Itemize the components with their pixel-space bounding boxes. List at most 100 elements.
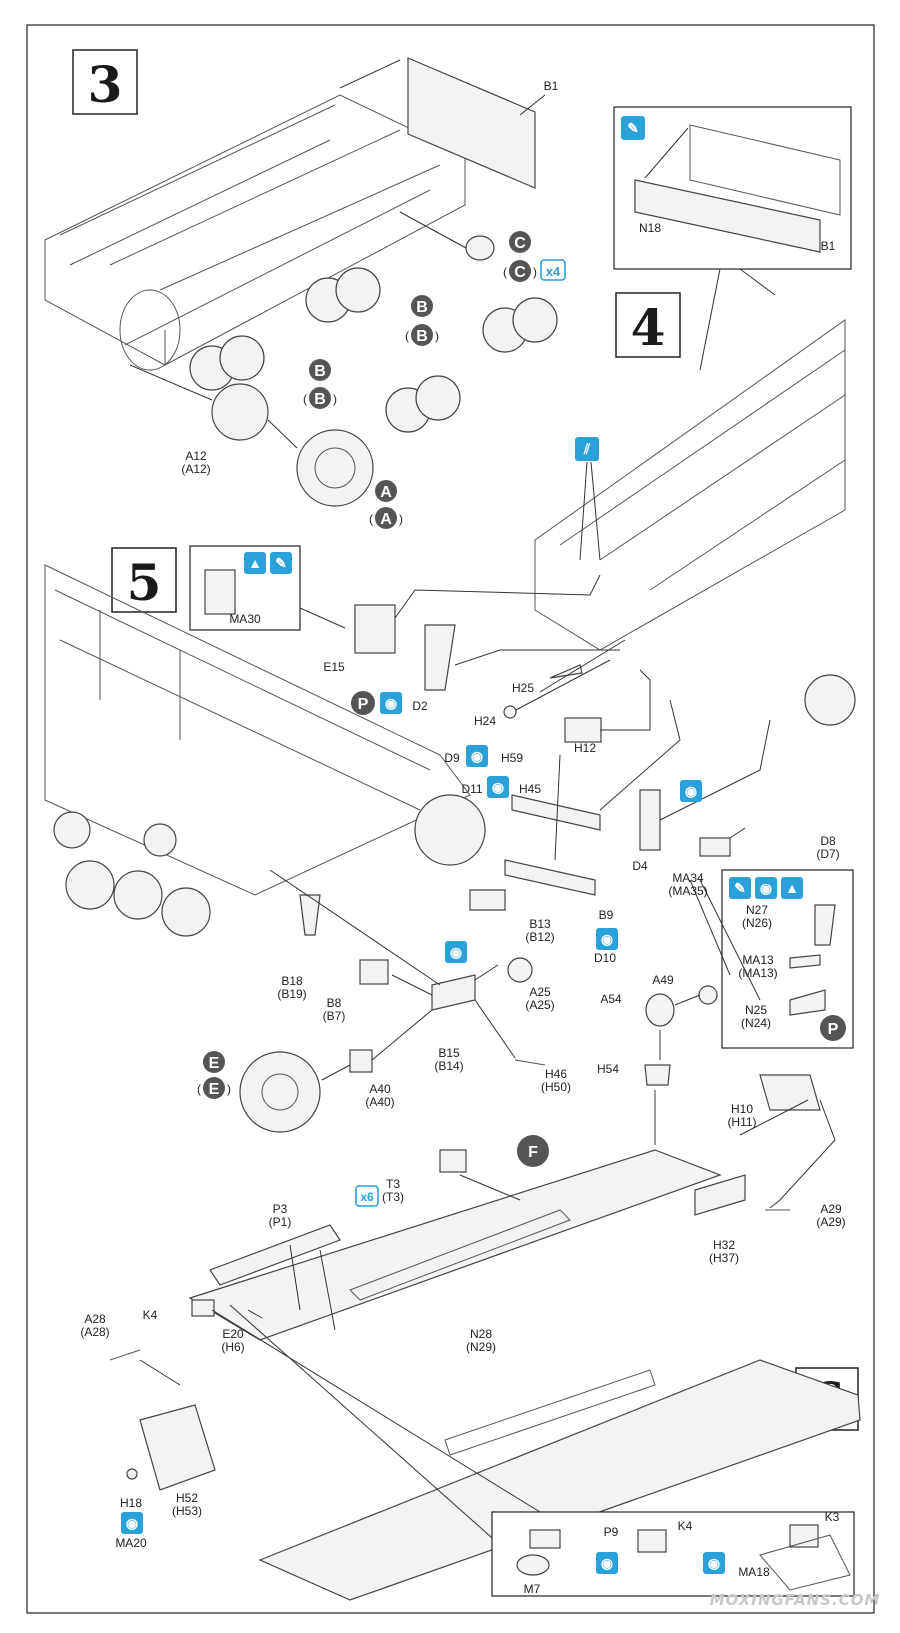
label-N25: N25 [745,1003,767,1017]
part-B13 [469,889,506,911]
glue-icon-step4: ✎ [621,116,645,140]
label-H59: H59 [501,751,523,765]
part-B8 [359,959,389,985]
part-H10 [759,1074,821,1111]
label-T3: T3 [386,1177,400,1191]
lower-fender [258,1359,861,1601]
label-A25-paren: (A25) [525,998,554,1012]
part-MA13 [789,954,821,969]
tool-icon-D10: ◉ [596,928,618,950]
marker-B-1: B [411,295,433,317]
part-N27 [814,904,836,946]
label-M7: M7 [524,1582,541,1596]
label-H46: H46 [545,1067,567,1081]
label-A25: A25 [529,985,551,999]
svg-text:◉: ◉ [385,695,397,711]
label-H45: H45 [519,782,541,796]
part-B9 [504,859,596,896]
part-H45 [511,794,601,831]
tool-icon-D2: ◉ [380,692,402,714]
part-B15 [431,974,476,1011]
label-B12-paren: (B12) [525,930,554,944]
part-MA34 [699,837,731,857]
svg-text:B: B [416,299,428,316]
part-A40 [349,1049,373,1073]
part-H18 [126,1468,138,1480]
hull-step4 [534,319,846,651]
label-N27: N27 [746,903,768,917]
svg-text:▲: ▲ [248,555,262,571]
svg-text:◉: ◉ [601,1555,613,1571]
part-MA30-detail [204,569,236,615]
tool-icon-H18: ◉ [121,1512,143,1534]
part-B18 [299,894,321,936]
svg-text:◉: ◉ [492,779,504,795]
part-A12 [211,383,269,441]
label-H25: H25 [512,681,534,695]
label-A54: A54 [600,992,622,1006]
upper-hull-plate [188,1149,722,1341]
label-MA30: MA30 [229,612,261,626]
label-H24: H24 [474,714,496,728]
marker-C: C [509,231,531,253]
label-P3: P3 [273,1202,288,1216]
part-MA18 [759,1534,851,1591]
label-A49: A49 [652,973,674,987]
hull-step4-wheel [804,674,856,726]
svg-text:◉: ◉ [471,748,483,764]
label-B1-step4: B1 [821,239,836,253]
tool-icon-detail-1: ◉ [596,1552,618,1574]
label-H54: H54 [597,1062,619,1076]
marker-F: F [517,1135,549,1167]
part-K4-detail [637,1529,667,1553]
label-H12: H12 [574,741,596,755]
label-A29-paren: (A29) [816,1215,845,1229]
svg-text:x4: x4 [546,264,561,279]
page-border [26,24,875,1614]
label-A28-paren: (A28) [80,1325,109,1339]
svg-text:): ) [227,1082,231,1096]
label-E20: E20 [222,1327,244,1341]
label-H53-paren: (H53) [172,1504,202,1518]
label-E15: E15 [323,660,345,674]
part-H25 [549,664,583,679]
wheel-E [239,1051,321,1133]
part-B1 [407,57,536,189]
label-H32: H32 [713,1238,735,1252]
part-D2 [424,624,456,691]
label-B7-paren: (B7) [323,1009,346,1023]
svg-text:B: B [314,363,326,380]
tool-icon-step4: ⫽ [575,437,599,461]
label-B15: B15 [438,1046,460,1060]
svg-text:✎: ✎ [275,555,287,571]
step-3-box [72,49,138,115]
label-A28: A28 [84,1312,106,1326]
wheel-C [465,235,495,261]
glue-icon-P: ✎ [729,877,751,899]
svg-text:◉: ◉ [760,880,772,896]
label-H6-paren: (H6) [221,1340,244,1354]
marker-P-detail: P [820,1015,846,1041]
label-B18: B18 [281,974,303,988]
label-K3: K3 [825,1510,840,1524]
label-B9: B9 [599,908,614,922]
part-M7 [516,1554,550,1576]
hull-rear-detail [689,124,841,216]
label-B19-paren: (B19) [277,987,306,1001]
label-B13: B13 [529,917,551,931]
part-K4 [191,1299,215,1317]
step-5: 5 ▲ ✎ MA30 [44,545,854,1133]
svg-text:E: E [209,1055,220,1072]
label-P1-paren: (P1) [269,1215,292,1229]
step-3: 3 C (C) x4 B (B) B (B) A ( [44,49,566,529]
marker-A: A [375,480,397,502]
step-4-number: 4 [631,298,666,357]
label-MA20: MA20 [115,1536,147,1550]
label-A40-paren: (A40) [365,1095,394,1109]
label-K4: K4 [143,1308,158,1322]
part-H32 [694,1174,746,1216]
part-H54 [644,1064,671,1086]
label-N29-paren: (N29) [466,1340,496,1354]
step-4: ✎ N18 B1 4 ⫽ [534,106,856,726]
svg-text:✎: ✎ [627,120,639,136]
